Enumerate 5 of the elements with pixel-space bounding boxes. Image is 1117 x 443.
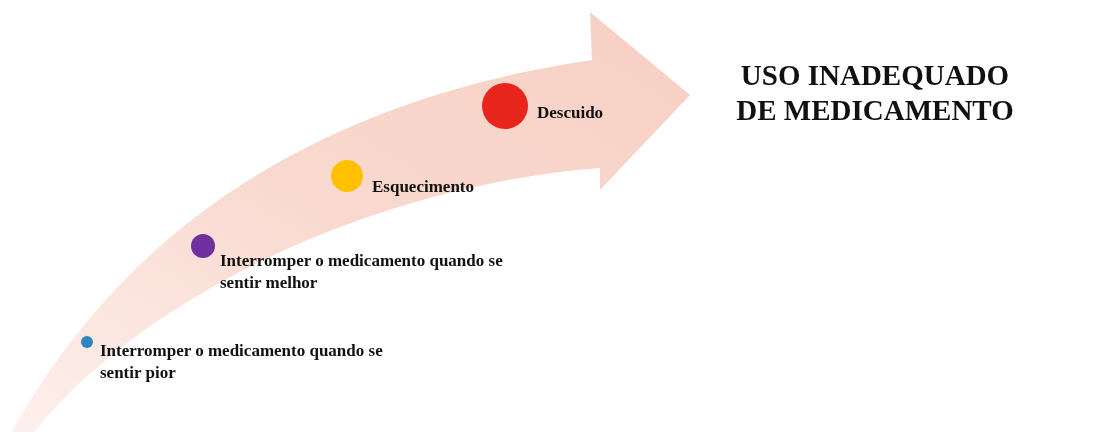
- item-label: Interromper o medicamento quando se sentir pior: [100, 340, 384, 385]
- title: USO INADEQUADO DE MEDICAMENTO: [735, 58, 1015, 128]
- item-label: Descuido: [537, 102, 605, 124]
- item-label: Interromper o medicamento quando se sentir melhor: [220, 250, 504, 295]
- item-label: Esquecimento: [372, 176, 475, 198]
